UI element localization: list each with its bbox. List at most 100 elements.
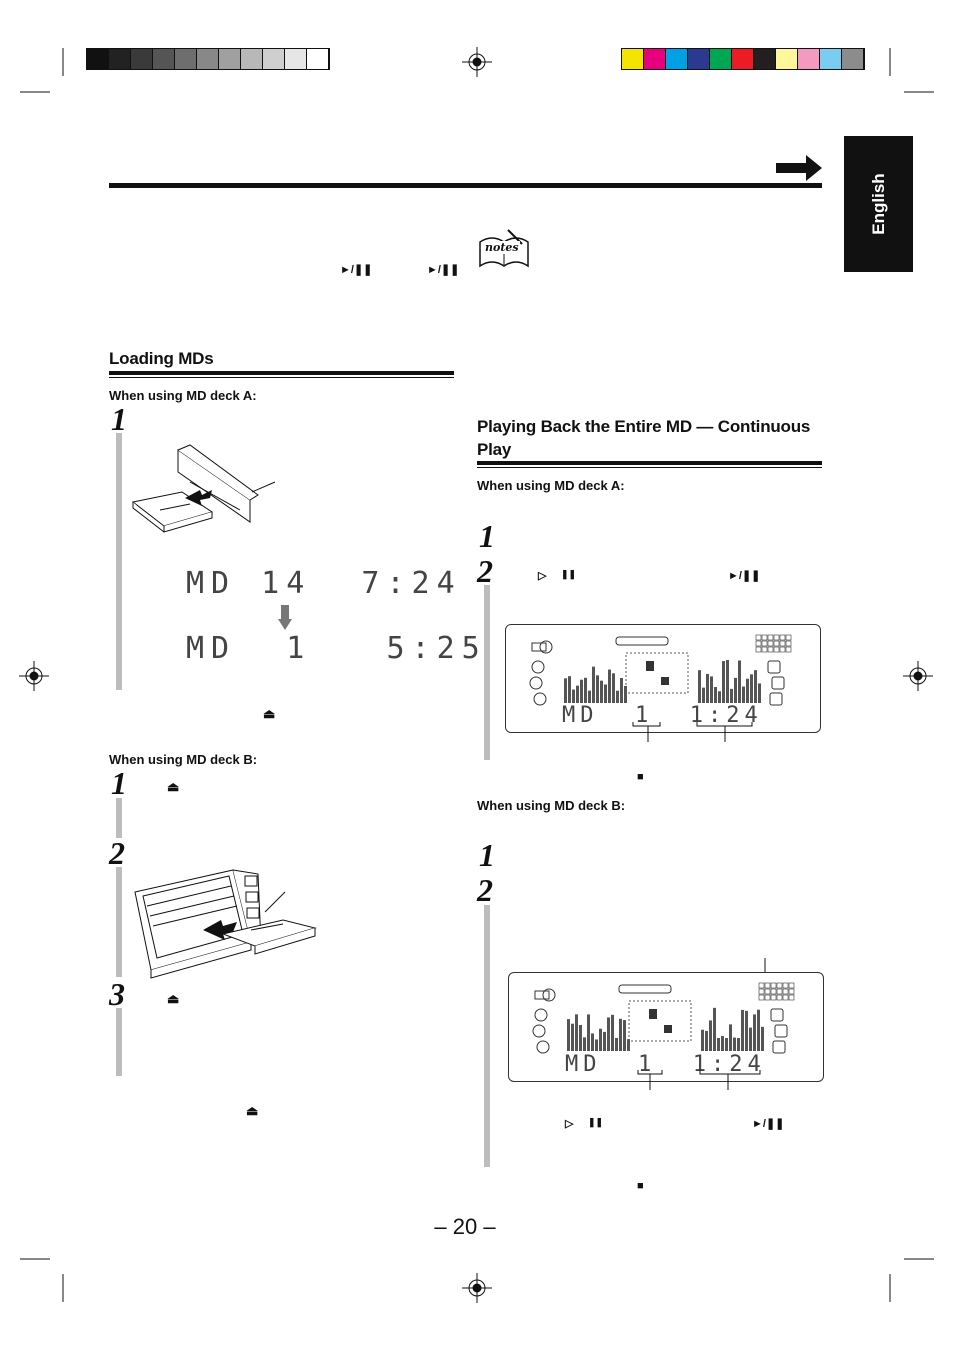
display-graphic — [764, 982, 771, 989]
display-graphic — [592, 666, 595, 703]
continue-arrow-icon — [776, 155, 822, 181]
playback-a-step-2: 2 — [477, 553, 493, 589]
stop-symbol: ■ — [637, 771, 644, 783]
down-arrow-icon — [278, 605, 292, 630]
loading-b-step-2-bar — [116, 867, 122, 977]
display-graphic — [591, 1033, 594, 1051]
display-graphic — [755, 640, 762, 647]
playback-b-step-1: 1 — [479, 837, 495, 873]
display-graphic — [600, 680, 603, 703]
play-pause-symbol: ►/❚❚ — [340, 264, 373, 276]
display-graphic — [767, 640, 774, 647]
display-graphic — [779, 640, 786, 647]
display-graphic — [534, 990, 550, 1000]
language-tab: English — [844, 136, 913, 272]
display-graphic — [619, 1018, 622, 1051]
display-graphic — [774, 1024, 788, 1038]
display-graphic — [757, 1009, 760, 1051]
play-symbol: ▷ — [538, 570, 547, 582]
display-graphic — [533, 692, 547, 706]
display-graphic — [649, 1009, 657, 1019]
loading-deck-b-heading: When using MD deck B: — [109, 752, 258, 767]
pause-symbol: ❚❚ — [588, 1117, 604, 1127]
display-graphic — [713, 1007, 716, 1051]
calibration-swatch — [219, 49, 241, 69]
display-graphic — [623, 1020, 626, 1051]
display-graphic — [729, 1024, 732, 1051]
display-graphic — [624, 685, 627, 703]
display-graphic — [785, 640, 792, 647]
display-graphic — [706, 673, 709, 703]
display-graphic — [770, 988, 777, 995]
display-panel-graphics — [529, 634, 792, 706]
playback-a-step-1: 1 — [479, 518, 495, 554]
display-graphic — [753, 1014, 756, 1051]
display-graphic — [758, 982, 765, 989]
display-graphic — [758, 994, 765, 1001]
display-callout-lines — [637, 1070, 761, 1090]
display-graphic — [734, 677, 737, 703]
display-panel-deck-a: MD 1 1:24 — [505, 624, 821, 733]
display-graphic — [664, 1025, 672, 1033]
display-graphic — [568, 676, 571, 703]
calibration-swatch — [666, 49, 688, 69]
play-symbol: ▷ — [565, 1118, 574, 1130]
loading-b-step-3-bar — [116, 1008, 122, 1076]
calibration-swatch — [241, 49, 263, 69]
display-graphic — [595, 1039, 598, 1051]
header-rule — [109, 183, 822, 188]
display-graphic — [698, 670, 701, 703]
page-number: – 20 – — [434, 1214, 496, 1239]
display-graphic — [776, 994, 783, 1001]
calibration-swatch — [153, 49, 175, 69]
display-graphic — [745, 1010, 748, 1051]
display-graphic — [571, 1023, 574, 1051]
display-graphic — [709, 1020, 712, 1051]
display-graphic — [761, 1026, 764, 1051]
display-graphic — [773, 640, 780, 647]
display-graphic — [531, 660, 545, 674]
display-graphic — [726, 660, 729, 703]
display-graphic — [776, 988, 783, 995]
playback-title-rule-thin — [477, 467, 822, 468]
calibration-swatch — [644, 49, 666, 69]
loading-b-step-1: 1 — [111, 765, 127, 801]
display-graphic — [767, 660, 781, 674]
display-graphic — [782, 994, 789, 1001]
loading-lcd-line-1: MD 14 7:24 — [186, 566, 462, 601]
playback-a-step-bar — [484, 585, 490, 760]
display-graphic — [750, 674, 753, 703]
display-graphic — [788, 982, 795, 989]
loading-b-step-2: 2 — [109, 835, 125, 871]
display-graphic — [532, 1024, 546, 1038]
display-graphic — [646, 661, 654, 671]
calibration-swatch — [307, 49, 329, 69]
display-graphic — [749, 1027, 752, 1051]
playback-b-step-2: 2 — [477, 872, 493, 908]
loading-a-step-1: 1 — [111, 401, 127, 437]
display-graphic — [628, 1000, 692, 1042]
display-graphic — [611, 1014, 614, 1051]
display-graphic — [788, 994, 795, 1001]
display-graphic — [701, 1029, 704, 1051]
display-graphic — [782, 988, 789, 995]
display-graphic — [761, 634, 768, 641]
display-graphic — [714, 687, 717, 703]
display-graphic — [583, 1037, 586, 1051]
display-graphic — [615, 636, 669, 646]
play-pause-symbol: ►/❚❚ — [752, 1118, 785, 1130]
play-pause-symbol: ►/❚❚ — [427, 264, 460, 276]
display-graphic — [767, 646, 774, 653]
display-graphic — [627, 1039, 630, 1051]
md-deck-a-insert-illustration — [131, 444, 276, 533]
display-graphic — [761, 646, 768, 653]
playback-deck-a-heading: When using MD deck A: — [477, 478, 625, 493]
display-graphic — [771, 676, 785, 690]
display-graphic — [587, 1014, 590, 1051]
display-graphic — [579, 1024, 582, 1051]
display-graphic — [615, 1037, 618, 1051]
display-graphic — [607, 1017, 610, 1051]
display-graphic — [758, 988, 765, 995]
display-graphic — [618, 984, 672, 994]
